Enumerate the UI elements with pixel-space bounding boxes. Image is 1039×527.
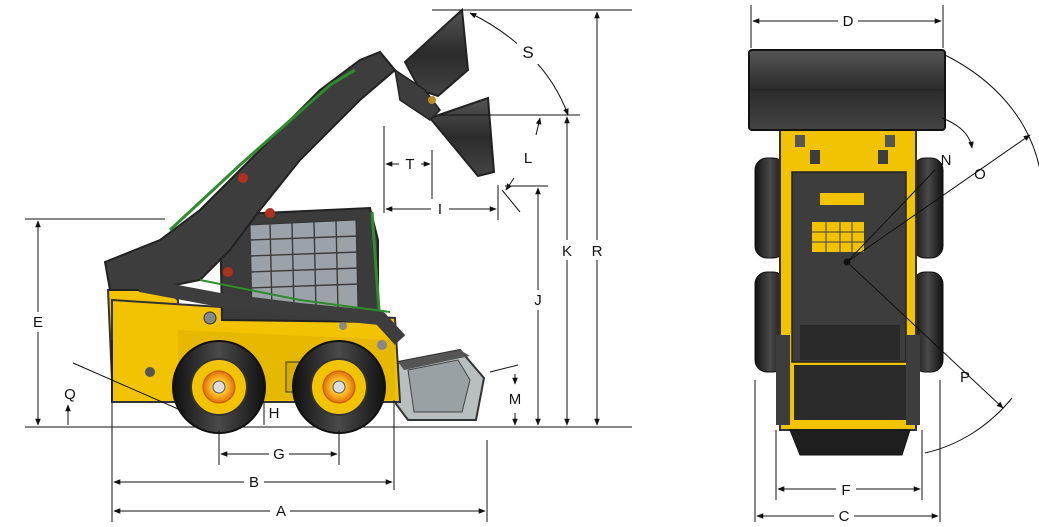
operator-cab [218,206,382,325]
front-tire [292,340,386,434]
label-d: D [843,13,854,30]
side-view: A B G H E Q J K R M T I L S [25,7,632,522]
side-dimension-labels: A B G H E Q J K R M T I L S [28,42,607,520]
label-i: I [438,201,442,218]
label-j: J [534,292,542,309]
label-q: Q [64,386,76,403]
label-c: C [839,508,850,525]
top-dimension-labels: D C F N O P [834,10,986,526]
raised-bucket [393,7,496,178]
rear-tire [172,340,266,434]
top-bucket [748,49,946,131]
label-s: S [522,43,533,62]
label-n: N [941,152,952,169]
label-p: P [960,369,970,386]
label-t: T [405,156,414,173]
label-o: O [974,166,986,183]
label-a: A [276,503,286,520]
top-body [776,129,920,456]
label-h: H [269,405,280,422]
label-f: F [841,482,850,499]
top-view: D C F N O P [748,5,1039,526]
label-l: L [524,150,532,167]
label-k: K [562,243,572,260]
label-e: E [33,314,43,331]
label-b: B [249,474,259,491]
lift-arm [103,50,406,350]
lowered-bucket [394,348,486,421]
label-r: R [592,243,603,260]
label-g: G [273,446,285,463]
label-m: M [509,391,522,408]
